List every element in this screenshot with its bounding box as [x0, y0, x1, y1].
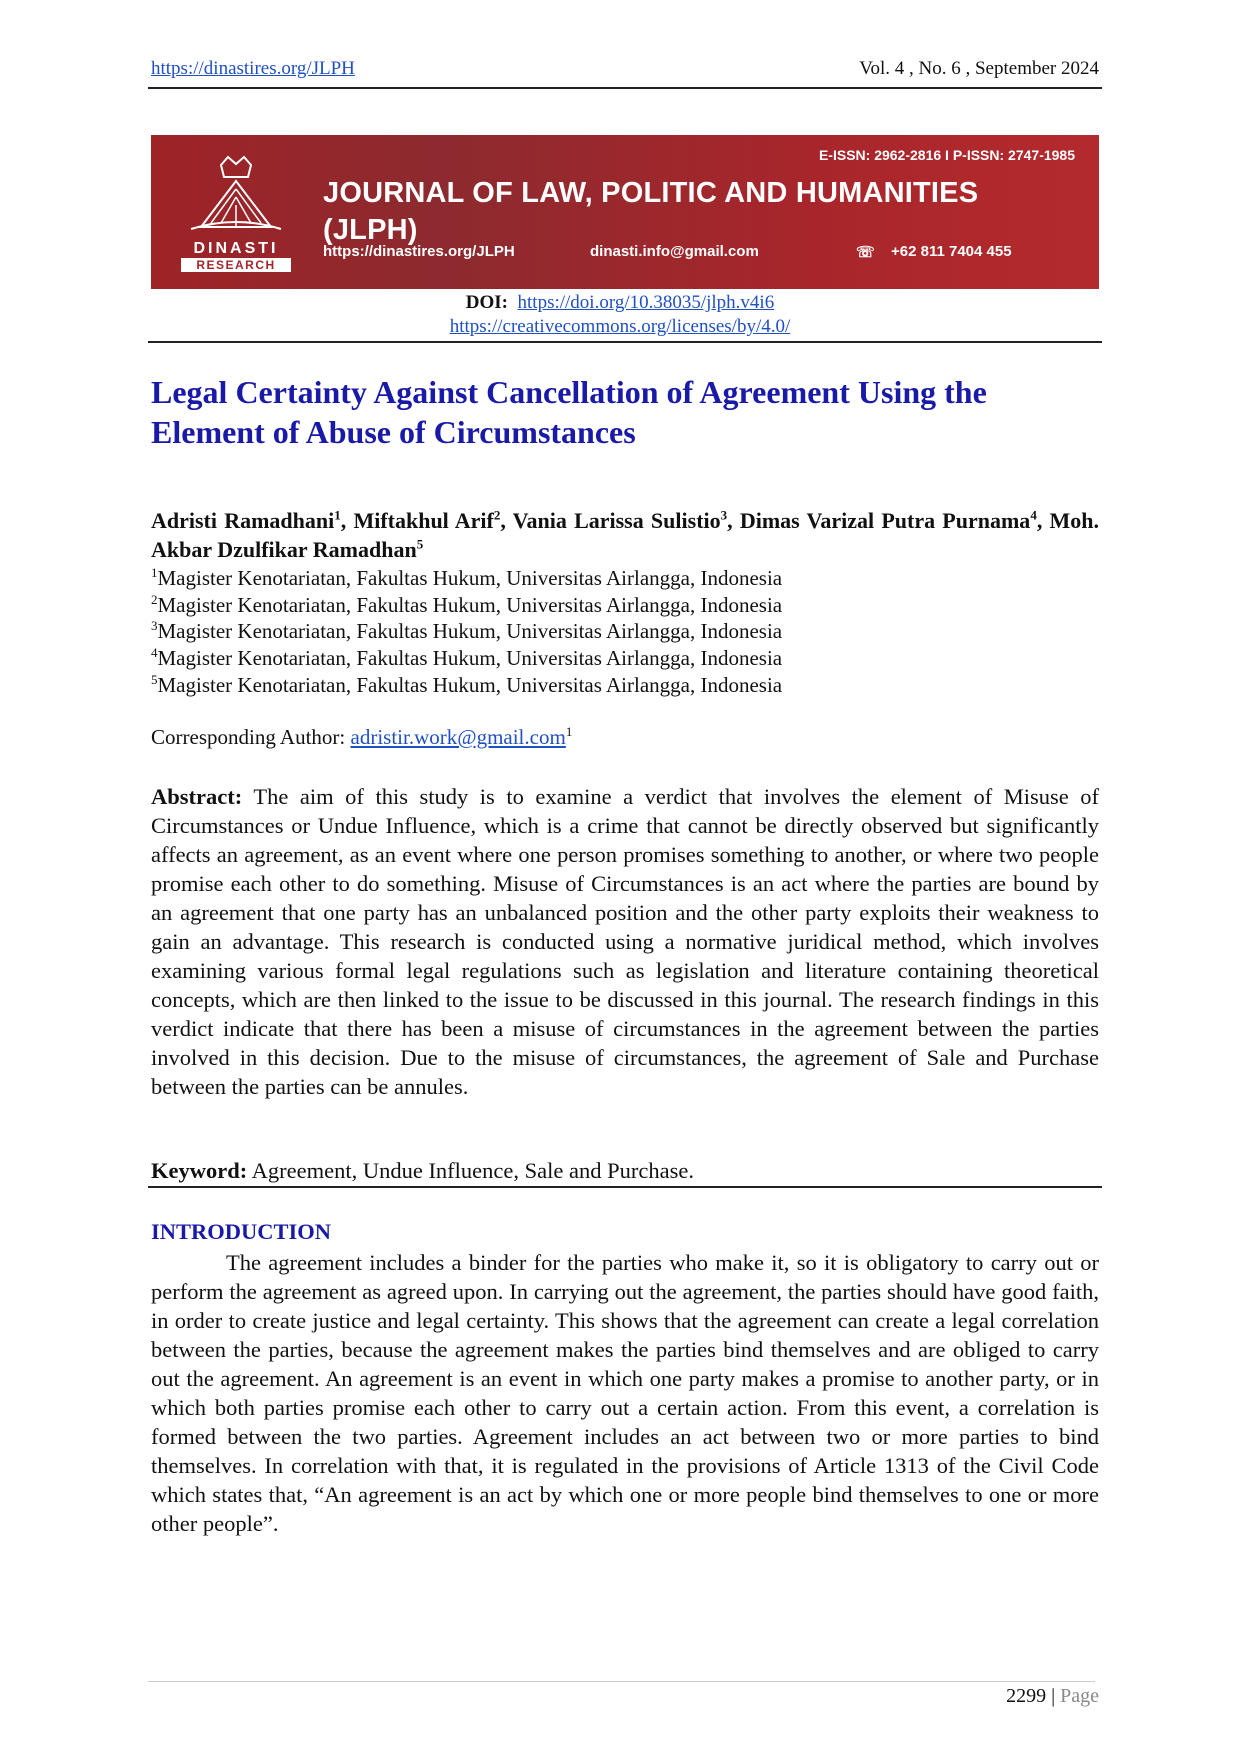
- journal-title-line1: JOURNAL OF LAW, POLITIC AND HUMANITIES: [323, 177, 979, 209]
- doi-line: DOI: https://doi.org/10.38035/jlph.v4i6: [0, 292, 1240, 314]
- affiliation: 1Magister Kenotariatan, Fakultas Hukum, …: [151, 565, 783, 590]
- journal-title: JOURNAL OF LAW, POLITIC AND HUMANITIES (…: [323, 175, 978, 249]
- keyword-label: Keyword:: [151, 1158, 248, 1183]
- volume-info: Vol. 4 , No. 6 , September 2024: [859, 58, 1099, 79]
- header-rule: [148, 87, 1102, 89]
- page-label: Page: [1060, 1685, 1099, 1707]
- journal-url-link[interactable]: https://dinastires.org/JLPH: [151, 58, 355, 79]
- doi-rule: [148, 341, 1102, 343]
- abstract-text: The aim of this study is to examine a ve…: [151, 784, 1099, 1099]
- doi-label: DOI:: [465, 292, 509, 313]
- corresponding-label: Corresponding Author:: [151, 725, 346, 749]
- page-separator: |: [1051, 1685, 1056, 1707]
- journal-title-line2: (JLPH): [323, 214, 418, 246]
- author: Vania Larissa Sulistio3: [512, 507, 728, 533]
- author: Miftakhul Arif2: [353, 507, 501, 533]
- logo-text-dinasti: DINASTI: [193, 240, 279, 257]
- footer-rule: [148, 1681, 1095, 1682]
- banner-email: dinasti.info@gmail.com: [590, 243, 759, 260]
- crown-book-icon: [190, 155, 282, 230]
- abstract-label: Abstract:: [151, 784, 243, 809]
- doi-link[interactable]: https://doi.org/10.38035/jlph.v4i6: [517, 292, 775, 313]
- introduction-text: The agreement includes a binder for the …: [151, 1250, 1099, 1536]
- paper-title: Legal Certainty Against Cancellation of …: [151, 374, 987, 450]
- keyword-text: Agreement, Undue Influence, Sale and Pur…: [251, 1158, 694, 1183]
- abstract: Abstract: The aim of this study is to ex…: [151, 782, 1099, 1101]
- author: Dimas Varizal Putra Purnama4: [739, 507, 1037, 533]
- page-number: 2299 | Page: [1006, 1685, 1099, 1708]
- banner-website: https://dinastires.org/JLPH: [323, 243, 515, 260]
- whatsapp-icon: ☏: [856, 244, 875, 261]
- license-link[interactable]: https://creativecommons.org/licenses/by/…: [449, 316, 791, 337]
- author: Adristi Ramadhani1: [151, 507, 341, 533]
- author-list: Adristi Ramadhani1, Miftakhul Arif2, Van…: [151, 507, 1100, 562]
- corresponding-email-link[interactable]: adristir.work@gmail.com: [350, 725, 566, 749]
- affiliation: 4Magister Kenotariatan, Fakultas Hukum, …: [151, 645, 783, 671]
- affiliation: 3Magister Kenotariatan, Fakultas Hukum, …: [151, 618, 783, 644]
- dinasti-logo: DINASTI RESEARCH: [181, 155, 291, 273]
- affiliation: 2Magister Kenotariatan, Fakultas Hukum, …: [151, 591, 783, 617]
- banner-phone: +62 811 7404 455: [891, 243, 1012, 260]
- corresponding-author: Corresponding Author: adristir.work@gmai…: [151, 724, 573, 749]
- page-number-value: 2299: [1006, 1685, 1047, 1707]
- affiliation-list: 1Magister Kenotariatan, Fakultas Hukum, …: [151, 565, 782, 699]
- affiliation: 5Magister Kenotariatan, Fakultas Hukum, …: [151, 671, 783, 697]
- keywords: Keyword: Agreement, Undue Influence, Sal…: [151, 1158, 694, 1184]
- keyword-rule: [148, 1186, 1102, 1188]
- logo-text-research: RESEARCH: [181, 258, 291, 272]
- introduction-heading: INTRODUCTION: [151, 1219, 332, 1244]
- journal-banner: DINASTI RESEARCH E-ISSN: 2962-2816 I P-I…: [151, 135, 1099, 289]
- issn: E-ISSN: 2962-2816 I P-ISSN: 2747-1985: [818, 147, 1075, 163]
- author: Moh. Akbar Dzulfikar Ramadhan5: [151, 508, 1100, 562]
